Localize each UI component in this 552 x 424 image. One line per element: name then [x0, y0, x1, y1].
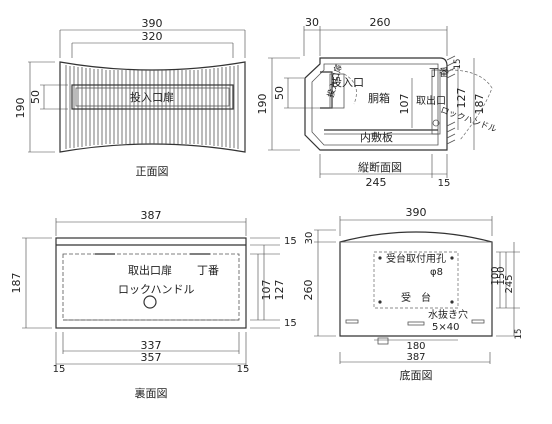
bottom-dim-100: 100	[490, 266, 501, 285]
section-caption: 縦断面図	[358, 160, 402, 174]
section-dim-187: 187	[473, 94, 486, 115]
front-width-outer: 390	[142, 17, 163, 30]
back-height-187: 187	[10, 273, 23, 294]
back-width-337: 337	[141, 339, 162, 352]
front-slot-door	[71, 84, 234, 110]
back-width-top: 387	[141, 209, 162, 222]
section-dim-15-bottom: 15	[438, 178, 451, 189]
back-caption: 裏面図	[135, 386, 168, 400]
back-lock-handle	[143, 295, 157, 309]
section-dim-260: 260	[370, 16, 391, 29]
bottom-dim-245: 245	[504, 274, 515, 293]
back-dim-15-bottom-r: 15	[237, 364, 250, 375]
section-body-outline	[304, 57, 448, 151]
bottom-label-drain: 水抜き穴	[428, 308, 468, 321]
drain-hole-1	[345, 319, 359, 324]
front-width-inner: 320	[142, 30, 163, 43]
bottom-stand-tab	[377, 337, 389, 345]
front-slot-label: 投入口扉	[130, 90, 174, 104]
bottom-label-stand: 受 台	[401, 291, 431, 304]
section-view: 30 260 投入口 投入口扉 胴箱 取出口 丁番 内敷板 ロックハンドル	[256, 16, 498, 189]
section-dim-15: 15	[453, 59, 463, 70]
section-label-body: 胴箱	[368, 91, 390, 105]
section-lock-knob	[432, 119, 440, 127]
bottom-dim-150: 150	[496, 266, 507, 285]
front-caption: 正面図	[136, 165, 169, 178]
back-label-lock: ロックハンドル	[118, 283, 194, 296]
section-slot-flap	[320, 71, 333, 109]
front-view: 390 320	[14, 17, 246, 178]
section-dim-127: 127	[455, 88, 468, 109]
back-view: 387 取出口扉 丁番 ロックハンドル 187 15 107 127 15 3	[10, 209, 297, 400]
drain-hole-2	[407, 321, 425, 326]
bottom-width-180: 180	[406, 341, 425, 352]
front-body-outline	[59, 61, 246, 153]
back-label-hinge: 丁番	[197, 264, 219, 277]
section-dim-245: 245	[366, 176, 387, 189]
back-width-357: 357	[141, 351, 162, 364]
bottom-label-phi: φ8	[430, 267, 443, 278]
section-label-slot: 投入口	[331, 75, 364, 89]
section-rear-door	[431, 69, 441, 135]
back-dim-15-tr: 15	[284, 236, 297, 247]
section-dim-107: 107	[398, 94, 411, 115]
drain-hole-3	[471, 319, 485, 324]
bottom-dim-260: 260	[302, 280, 315, 301]
section-dim-190: 190	[256, 94, 269, 115]
back-height-107: 107	[260, 280, 273, 301]
bottom-label-drain-size: 5×40	[432, 322, 459, 333]
section-label-takeout: 取出口	[416, 94, 446, 107]
back-body-outline	[55, 237, 247, 329]
section-label-lock: ロックハンドル	[439, 105, 498, 135]
section-label-floor: 内敷板	[360, 130, 393, 144]
bottom-width-387: 387	[406, 352, 425, 363]
bottom-dim-30: 30	[304, 232, 315, 245]
bottom-label-mount: 受台取付用孔	[386, 252, 446, 265]
section-dim-50: 50	[273, 86, 286, 100]
section-dim-30: 30	[305, 16, 319, 29]
bottom-width-390: 390	[406, 206, 427, 219]
front-louvres	[65, 65, 239, 149]
bottom-dim-15: 15	[514, 329, 524, 340]
back-dim-15-bl: 15	[53, 364, 66, 375]
section-label-hinge: 丁番	[429, 67, 449, 79]
front-height-outer: 190	[14, 98, 27, 119]
front-height-slot: 50	[29, 90, 42, 104]
back-label-door: 取出口扉	[128, 263, 172, 277]
bottom-mount-area	[373, 251, 459, 309]
back-dim-15-br: 15	[284, 318, 297, 329]
back-height-127: 127	[273, 280, 286, 301]
bottom-body-outline	[339, 231, 493, 337]
bottom-view: 390 受台取付用孔 φ8 受 台 水抜き穴 5×40 30 260 100 1…	[302, 206, 524, 382]
bottom-caption: 底面図	[400, 368, 433, 382]
